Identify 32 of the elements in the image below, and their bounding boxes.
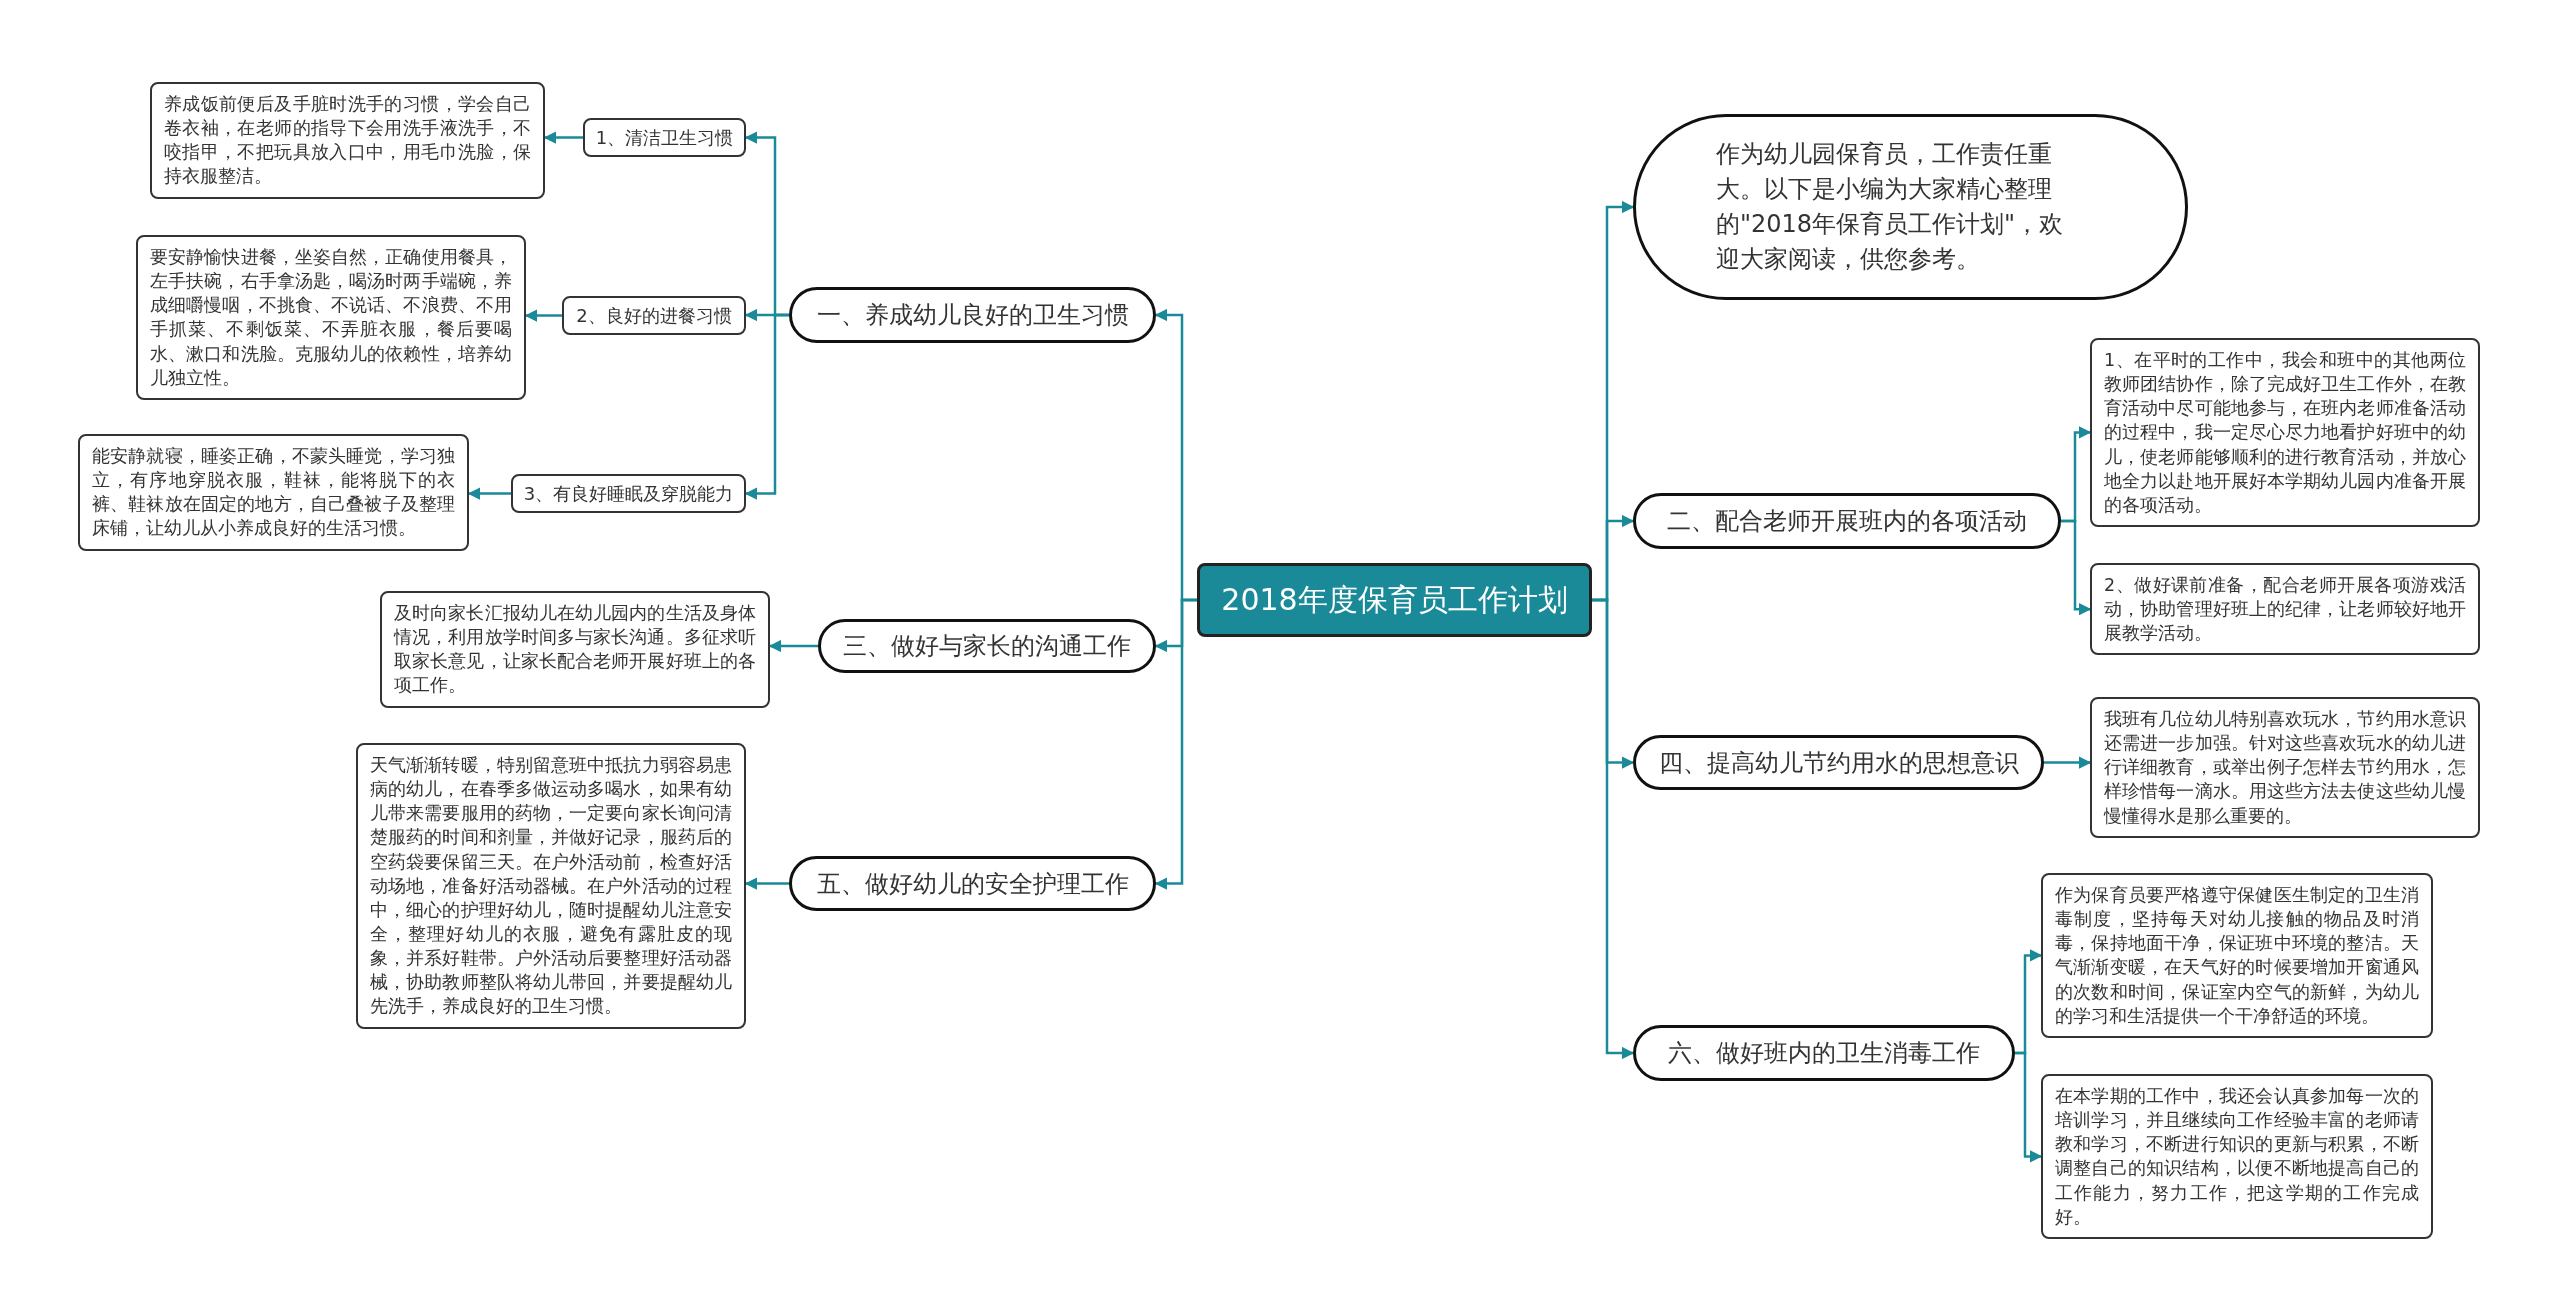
detail-text-box: 作为保育员要严格遵守保健医生制定的卫生消毒制度，坚持每天对幼儿接触的物品及时消毒，保持地面干净，保证班中环境的整洁。天气渐渐变暖，在天气好的时候要增加开窗通风的次数和时间，保证室内空气的新鲜，为幼儿的学习和生活提供一个干净舒适的环境。 (2041, 873, 2433, 1038)
detail-text-box: 2、做好课前准备，配合老师开展各项游戏活动，协助管理好班上的纪律，让老师较好地开展教学活动。 (2090, 563, 2480, 656)
subtopic-box: 1、清洁卫生习惯 (583, 118, 746, 157)
connector-arrow (768, 639, 818, 653)
connector-arrow (744, 313, 789, 500)
branch-topic-pill: 四、提高幼儿节约用水的思想意识 (1633, 735, 2044, 790)
connector-arrow (543, 131, 583, 144)
detail-text-box: 及时向家长汇报幼儿在幼儿园内的生活及身体情况，利用放学时间多与家长沟通。多征求听取家长意见，让家长配合老师开展好班上的各项工作。 (380, 591, 770, 708)
subtopic-box: 3、有良好睡眠及穿脱能力 (511, 474, 746, 513)
central-topic-box: 2018年度保育员工作计划 (1197, 563, 1592, 637)
detail-text-box: 天气渐渐转暖，特别留意班中抵抗力弱容易患病的幼儿，在春季多做运动多喝水，如果有幼儿带来需要服用的药物，一定要向家长询问清楚服药的时间和剂量，并做好记录，服药后的空药袋要保留三天。在户外活动前，检查好活动场地，准备好活动器械。在户外活动的过程中，细心的护理好幼儿，随时提醒幼儿注意安全，整理好幼儿的衣服，避免有露肚皮的现象，并系好鞋带。户外活动后要整理好活动器械，协助教师整队将幼儿带回，并要提醒幼儿先洗手，养成良好的卫生习惯。 (356, 743, 746, 1029)
detail-text-box: 能安静就寝，睡姿正确，不蒙头睡觉，学习独立，有序地穿脱衣服，鞋袜，能将脱下的衣裤、鞋袜放在固定的地方，自己叠被子及整理床铺，让幼儿从小养成良好的生活习惯。 (78, 434, 469, 551)
connector-arrow (2061, 519, 2092, 616)
branch-topic-pill: 二、配合老师开展班内的各项活动 (1633, 493, 2061, 549)
connector-arrow (467, 487, 511, 500)
detail-text-box: 1、在平时的工作中，我会和班中的其他两位教师团结协作，除了完成好卫生工作外，在教育活动中尽可能地参与，在班内老师准备活动的过程中，我一定尽心尽力地看护好班中的幼儿，使老师能够顺利的进行教育活动，并放心地全力以赴地开展好本学期幼儿园内准备开展的各项活动。 (2090, 338, 2480, 527)
branch-topic-pill: 五、做好幼儿的安全护理工作 (789, 856, 1156, 911)
connector-arrow (744, 877, 789, 890)
detail-text-box: 养成饭前便后及手脏时洗手的习惯，学会自己卷衣袖，在老师的指导下会用洗手液洗手，不咬指甲，不把玩具放入口中，用毛巾洗脸，保持衣服整洁。 (150, 82, 545, 199)
branch-topic-pill: 一、养成幼儿良好的卫生习惯 (789, 287, 1156, 343)
branch-topic-pill: 六、做好班内的卫生消毒工作 (1633, 1025, 2015, 1081)
connector-arrow (2044, 756, 2092, 769)
intro-text-pill: 作为幼儿园保育员，工作责任重大。以下是小编为大家精心整理的"2018年保育员工作计划"，欢迎大家阅读，供您参考。 (1633, 114, 2188, 300)
subtopic-box: 2、良好的进餐习惯 (562, 296, 746, 335)
connector-arrow (2015, 1051, 2043, 1163)
connector-arrow (1592, 598, 1635, 1060)
branch-topic-pill: 三、做好与家长的沟通工作 (818, 619, 1156, 673)
connector-arrow (524, 309, 562, 322)
detail-text-box: 要安静愉快进餐，坐姿自然，正确使用餐具，左手扶碗，右手拿汤匙，喝汤时两手端碗，养成细嚼慢咽，不挑食、不说话、不浪费、不用手抓菜、不剩饭菜、不弄脏衣服，餐后要喝水、漱口和洗脸。克服幼儿的依赖性，培养幼儿独立性。 (136, 235, 526, 400)
detail-text-box: 我班有几位幼儿特别喜欢玩水，节约用水意识还需进一步加强。针对这些喜欢玩水的幼儿进行详细教育，或举出例子怎样去节约用水，怎样珍惜每一滴水。用这些方法去使这些幼儿慢慢懂得水是那么重要的。 (2090, 697, 2480, 838)
connector-arrow (1154, 598, 1197, 890)
detail-text-box: 在本学期的工作中，我还会认真参加每一次的培训学习，并且继续向工作经验丰富的老师请教和学习，不断进行知识的更新与积累，不断调整自己的知识结构，以便不断地提高自己的工作能力，努力工作，把这学期的工作完成好。 (2041, 1074, 2433, 1239)
